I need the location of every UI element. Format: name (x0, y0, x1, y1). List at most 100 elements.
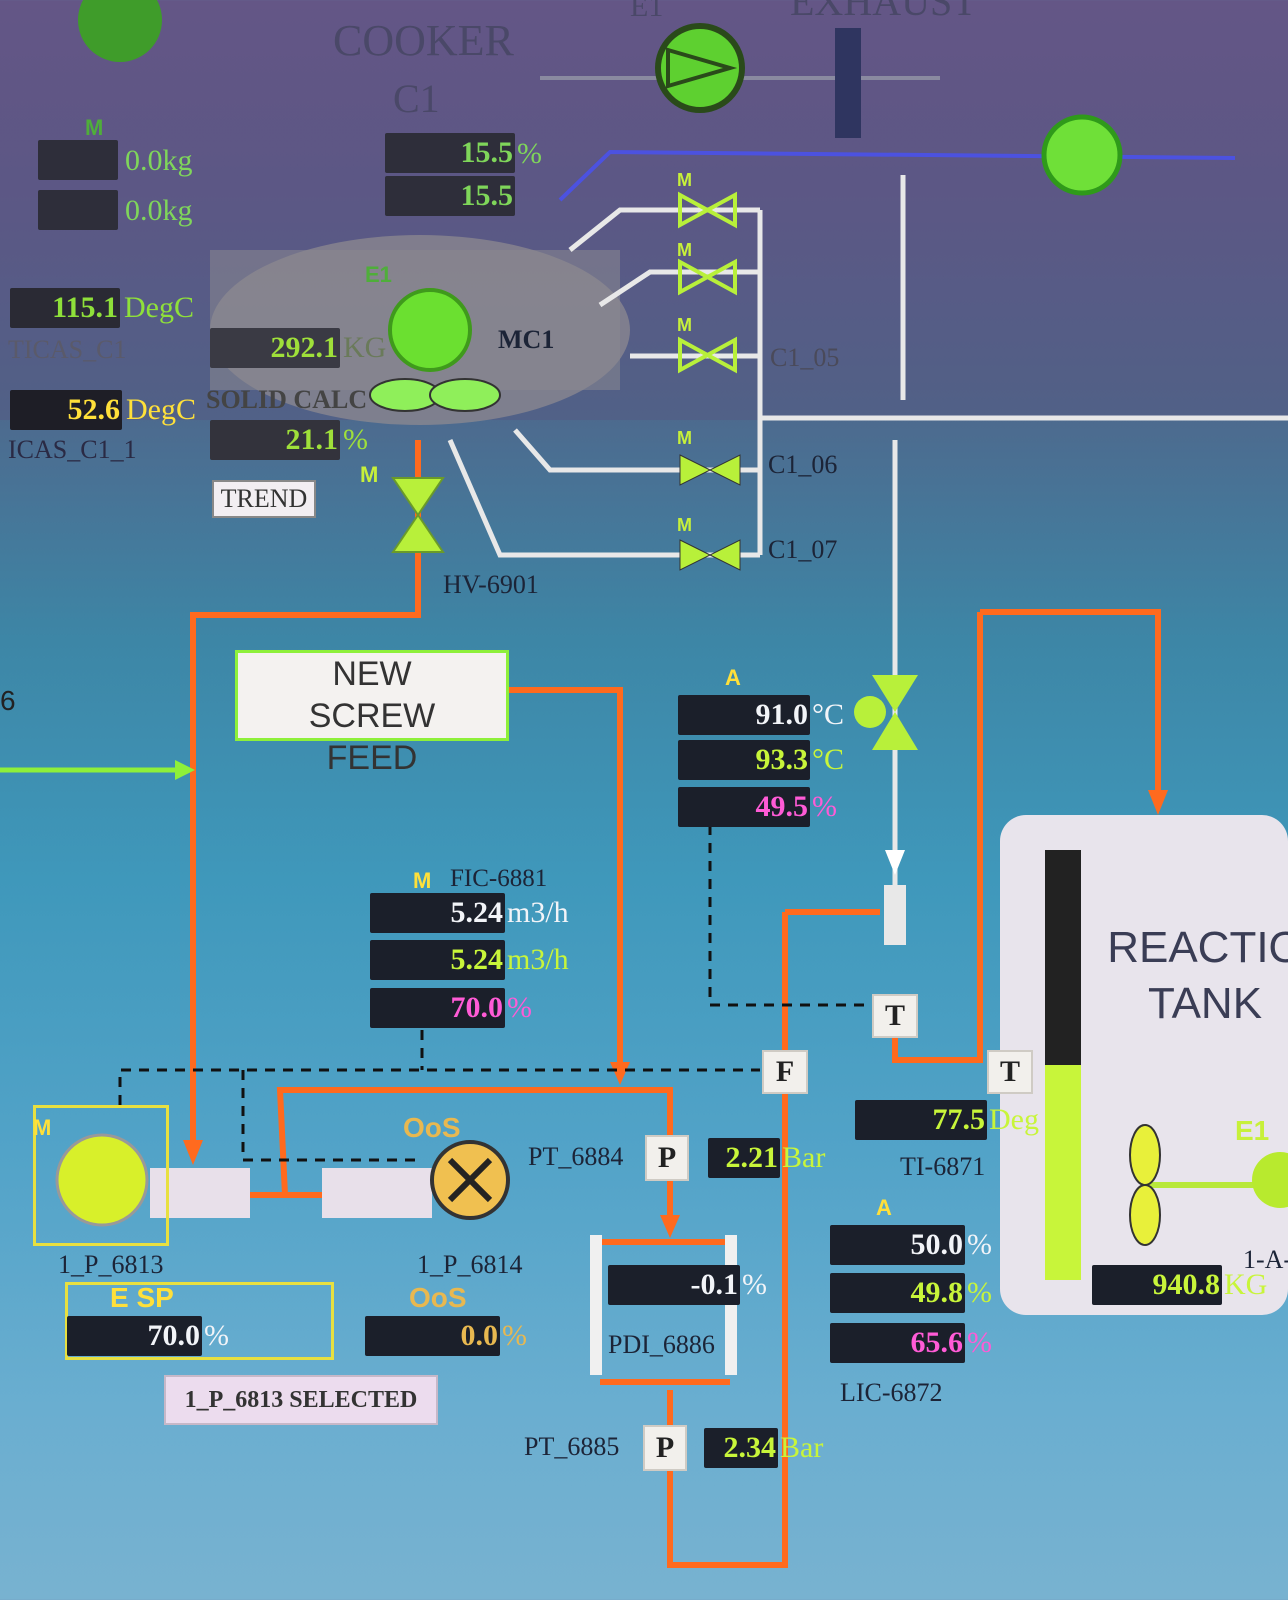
pdi-6886-unit: % (742, 1268, 767, 1301)
pdi-6886-box: -0.1 (608, 1265, 740, 1305)
pump-2-oos-top: OoS (403, 1112, 461, 1143)
valve-m-flag-5: M (677, 515, 692, 535)
tank-weight-box: 940.8 (1092, 1265, 1222, 1305)
valve-tag-c1-05: C1_05 (770, 343, 840, 372)
fic-out-unit: % (507, 991, 532, 1024)
ticas-c1-1-unit: DegC (126, 393, 196, 426)
feed-weight-1 (38, 140, 118, 180)
valve-m-flag-1: M (677, 170, 692, 190)
lic-6872-tag: LIC-6872 (840, 1378, 943, 1407)
pdi-6886-tag: PDI_6886 (608, 1330, 715, 1359)
hv-6901-label: HV-6901 (443, 570, 539, 599)
pump-1-selected-button[interactable]: 1_P_6813 SELECTED (164, 1375, 438, 1425)
mc1-weight-unit: KG (343, 331, 387, 364)
temp-sp-unit: °C (812, 743, 845, 776)
pump-1-mode: E SP (110, 1282, 174, 1313)
hv-6901-valve[interactable] (390, 475, 446, 555)
valve-tag-c1-06: C1_06 (768, 450, 838, 479)
fic-out-box: 70.0 (370, 988, 505, 1028)
feed-weight-1-value: 0.0kg (125, 144, 193, 177)
pump-2-speed-box: 0.0 (365, 1316, 500, 1356)
pt-6884-tag: PT_6884 (528, 1142, 624, 1171)
pump-2-tag: 1_P_6814 (417, 1250, 523, 1279)
pump-1-m-flag: M (33, 1115, 52, 1140)
pt-6884-unit: Bar (782, 1141, 826, 1174)
cooker-pct-1-box: 15.5 (385, 133, 515, 173)
reaction-tank-title: REACTIO TANK (1107, 923, 1288, 1028)
fic-pv-box: 5.24 (370, 893, 505, 933)
hv-6901-m-flag: M (360, 462, 379, 487)
agitator-e1-label: E1 (365, 262, 392, 287)
top-e1-label: E1 (630, 0, 664, 23)
solid-calc-unit: % (343, 423, 368, 456)
temp-pv-unit: °C (812, 698, 845, 731)
tank-weight-unit: KG (1224, 1268, 1268, 1301)
tank-agitator-label: E1 (1235, 1115, 1270, 1146)
lic-out-box: 65.6 (830, 1323, 965, 1363)
pt-6884-box: 2.21 (708, 1138, 780, 1178)
ti-6871-tag: TI-6871 (900, 1152, 986, 1181)
pt-6885-letter[interactable]: P (643, 1425, 687, 1471)
ti-6871-unit: Deg (989, 1103, 1039, 1136)
ti-6871-box: 77.5 (855, 1100, 987, 1140)
temp-out-box: 49.5 (678, 787, 810, 827)
pump-2-speed-unit: % (502, 1319, 527, 1352)
valve-m-flag-4: M (677, 428, 692, 448)
ticas-c1-box: 115.1 (10, 288, 120, 328)
lic-pv-unit: % (967, 1228, 992, 1261)
ticas-c1-1-box: 52.6 (10, 390, 122, 430)
fic-6881-tag: FIC-6881 (450, 865, 548, 892)
lic-out-unit: % (967, 1326, 992, 1359)
trend-button[interactable]: TREND (212, 480, 316, 518)
fic-6881-flag: M (413, 868, 432, 893)
pump-1-mode-frame (65, 1282, 334, 1360)
exhaust-label: EXHAUST (790, 0, 977, 24)
lic-sp-box: 49.8 (830, 1273, 965, 1313)
pt-6884-letter[interactable]: P (645, 1135, 689, 1181)
ticas-c1-unit: DegC (124, 291, 194, 324)
pump-1-tag: 1_P_6813 (58, 1250, 164, 1279)
solid-calc-box: 21.1 (210, 420, 340, 460)
pt-6885-box: 2.34 (704, 1428, 778, 1468)
fic-sp-box: 5.24 (370, 940, 505, 980)
temp-out-unit: % (812, 790, 837, 823)
fic-sp-unit: m3/h (507, 943, 569, 976)
tank-motor-tag: 1-A- (1243, 1245, 1288, 1274)
feed-weight-2 (38, 190, 118, 230)
solid-calc-label: SOLID CALC (206, 385, 368, 414)
pump-2-oos: OoS (409, 1282, 467, 1313)
left-edge-digit: 6 (0, 685, 16, 716)
flow-transmitter-box[interactable]: F (762, 1050, 808, 1094)
temp-pv-box: 91.0 (678, 695, 810, 735)
lic-sp-unit: % (967, 1276, 992, 1309)
lic-pv-box: 50.0 (830, 1225, 965, 1265)
pump-1-speed-unit: % (204, 1319, 229, 1352)
cooker-id: C1 (393, 76, 440, 121)
valve-m-flag-2: M (677, 240, 692, 260)
cooker-title: COOKER (333, 16, 514, 65)
feed-weight-2-value: 0.0kg (125, 194, 193, 227)
mc1-weight-box: 292.1 (210, 328, 340, 368)
feed-m-flag: M (85, 115, 104, 140)
valve-tag-c1-07: C1_07 (768, 535, 838, 564)
fic-pv-unit: m3/h (507, 896, 569, 929)
cooker-pct-2-box: 15.5 (385, 176, 515, 216)
new-screw-feed-button[interactable]: NEW SCREW FEED (235, 650, 509, 777)
valve-m-flag-3: M (677, 315, 692, 335)
pump-1-speed-box: 70.0 (67, 1316, 202, 1356)
temp-transmitter-box-1[interactable]: T (872, 994, 918, 1038)
lic-6872-flag: A (876, 1195, 892, 1220)
ticas-c1-1-tag: ICAS_C1_1 (8, 435, 137, 464)
pump-2-motor[interactable] (432, 1142, 508, 1218)
pump-1-selection-frame[interactable] (33, 1105, 169, 1246)
temp-block-flag: A (725, 665, 741, 690)
pt-6885-unit: Bar (780, 1431, 824, 1464)
cooker-pct-1-unit: % (517, 137, 542, 170)
mc1-label: MC1 (498, 325, 555, 354)
pt-6885-tag: PT_6885 (524, 1432, 620, 1461)
temp-sp-box: 93.3 (678, 740, 810, 780)
ticas-c1-tag: TICAS_C1 (8, 335, 127, 364)
temp-transmitter-box-2[interactable]: T (987, 1050, 1033, 1094)
screw-feed-label: NEW SCREW FEED (308, 655, 436, 777)
